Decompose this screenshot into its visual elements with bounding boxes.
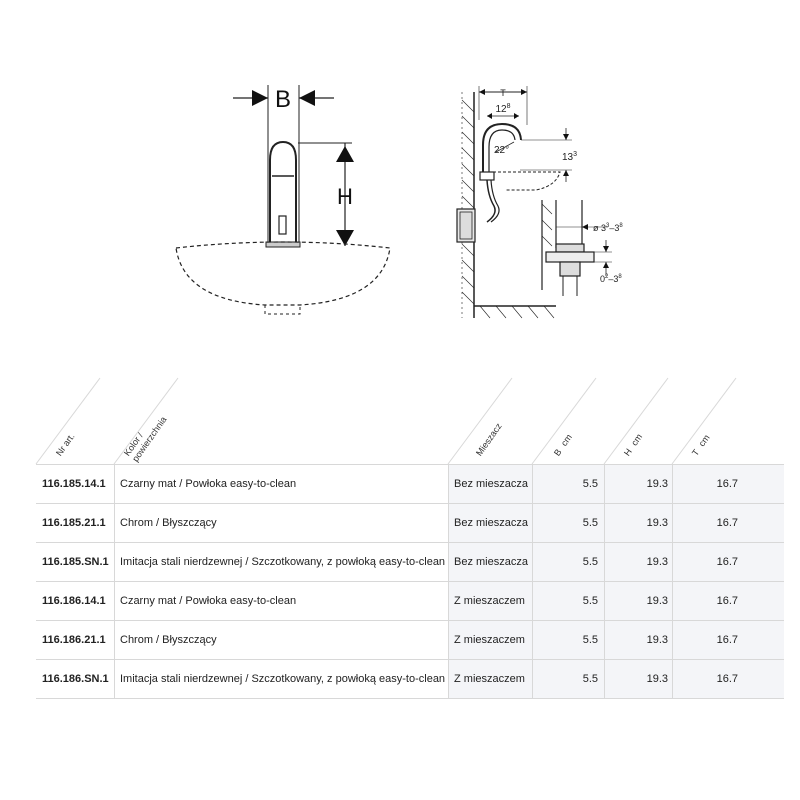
col-divider	[532, 543, 533, 581]
label-t: T	[500, 88, 506, 98]
cell-h: 19.3	[646, 556, 668, 568]
col-divider	[114, 660, 115, 698]
table-row: 116.186.SN.1 Imitacja stali nierdzewnej /…	[36, 659, 784, 699]
dim-22: 22°	[494, 145, 509, 156]
cell-t: 16.7	[716, 595, 738, 607]
cell-art: 116.185.SN.1	[42, 556, 109, 568]
cell-b: 5.5	[582, 517, 598, 529]
table-row: 116.186.21.1 Chrom / Błyszczący Z mieszacz…	[36, 620, 784, 659]
header-dividers	[35, 377, 737, 465]
cell-mixer: Bez mieszacza	[454, 478, 528, 490]
col-divider	[448, 582, 449, 620]
col-divider	[114, 504, 115, 542]
cell-color: Czarny mat / Powłoka easy-to-clean	[120, 595, 297, 607]
col-divider	[604, 465, 605, 503]
col-divider	[532, 660, 533, 698]
col-divider	[672, 582, 673, 620]
cell-mixer: Z mieszaczem	[454, 595, 525, 607]
row-shade	[448, 621, 784, 659]
cell-art: 116.185.14.1	[42, 478, 106, 490]
row-shade	[448, 504, 784, 542]
row-shade	[448, 543, 784, 581]
col-divider	[604, 660, 605, 698]
col-divider	[604, 504, 605, 542]
faucet-side-view	[456, 86, 612, 319]
col-divider	[672, 660, 673, 698]
cell-b: 5.5	[582, 673, 598, 685]
cell-art: 116.186.14.1	[42, 595, 106, 607]
cell-b: 5.5	[582, 595, 598, 607]
cell-h: 19.3	[646, 673, 668, 685]
row-shade	[448, 465, 784, 503]
dim-12: 128	[495, 103, 510, 115]
col-divider	[114, 621, 115, 659]
col-divider	[114, 465, 115, 503]
cell-b: 5.5	[582, 556, 598, 568]
col-divider	[532, 504, 533, 542]
col-divider	[672, 543, 673, 581]
table-row: 116.186.14.1 Czarny mat / Powłoka easy-to…	[36, 581, 784, 620]
cell-color: Chrom / Błyszczący	[120, 634, 217, 646]
table-row: 116.185.SN.1 Imitacja stali nierdzewnej /…	[36, 542, 784, 581]
col-divider	[672, 465, 673, 503]
col-divider	[532, 621, 533, 659]
cell-t: 16.7	[716, 517, 738, 529]
row-shade	[448, 582, 784, 620]
col-divider	[448, 621, 449, 659]
cell-t: 16.7	[716, 556, 738, 568]
cell-t: 16.7	[716, 478, 738, 490]
col-divider	[448, 543, 449, 581]
cell-mixer: Bez mieszacza	[454, 517, 528, 529]
cell-h: 19.3	[646, 595, 668, 607]
col-divider	[448, 465, 449, 503]
col-divider	[114, 543, 115, 581]
col-divider	[532, 465, 533, 503]
col-divider	[448, 504, 449, 542]
cell-art: 116.186.SN.1	[42, 673, 109, 685]
col-divider	[604, 543, 605, 581]
cell-art: 116.186.21.1	[42, 634, 106, 646]
row-shade	[448, 660, 784, 698]
cell-color: Czarny mat / Powłoka easy-to-clean	[120, 478, 297, 490]
col-divider	[532, 582, 533, 620]
col-divider	[448, 660, 449, 698]
faucet-front-view	[175, 85, 391, 315]
col-divider	[114, 582, 115, 620]
cell-mixer: Z mieszaczem	[454, 673, 525, 685]
cell-art: 116.185.21.1	[42, 517, 106, 529]
label-h: H	[337, 184, 353, 209]
cell-mixer: Z mieszaczem	[454, 634, 525, 646]
dim-adjust: 02–38	[600, 274, 622, 284]
col-divider	[672, 621, 673, 659]
col-divider	[604, 582, 605, 620]
technical-drawing: B H	[175, 85, 623, 319]
cell-b: 5.5	[582, 634, 598, 646]
col-divider	[604, 621, 605, 659]
cell-t: 16.7	[716, 673, 738, 685]
col-divider	[672, 504, 673, 542]
dim-diameter: ø 33–38	[593, 223, 623, 233]
cell-h: 19.3	[646, 517, 668, 529]
table-row: 116.185.14.1 Czarny mat / Powłoka easy-to…	[36, 464, 784, 503]
cell-color: Chrom / Błyszczący	[120, 517, 217, 529]
cell-t: 16.7	[716, 634, 738, 646]
table-row: 116.185.21.1 Chrom / Błyszczący Bez miesza…	[36, 503, 784, 542]
label-b: B	[275, 86, 291, 113]
cell-h: 19.3	[646, 634, 668, 646]
dim-13: 133	[562, 151, 577, 163]
cell-color: Imitacja stali nierdzewnej / Szczotkowan…	[120, 673, 446, 685]
cell-b: 5.5	[582, 478, 598, 490]
cell-color: Imitacja stali nierdzewnej / Szczotkowan…	[120, 556, 446, 568]
cell-mixer: Bez mieszacza	[454, 556, 528, 568]
cell-h: 19.3	[646, 478, 668, 490]
